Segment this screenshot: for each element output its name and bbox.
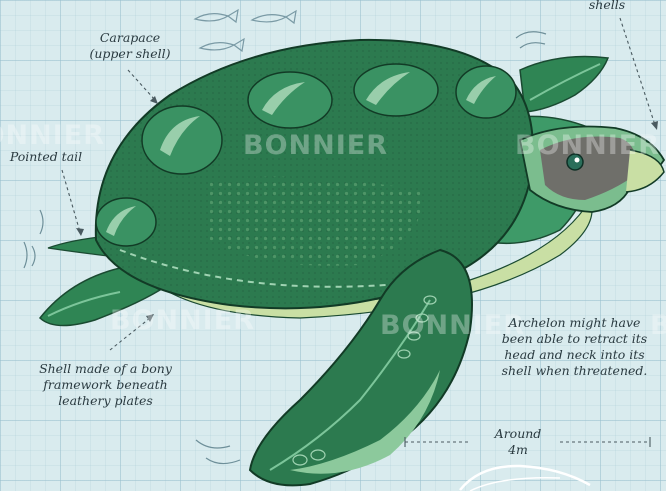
fish-icon: [195, 10, 238, 22]
fish-icon: [252, 11, 296, 23]
fish-icon: [200, 39, 244, 51]
label-shell-made: Shell made of a bony framework beneath l…: [18, 361, 193, 409]
label-shells: shells: [582, 0, 632, 13]
label-size-around: Around 4m: [478, 426, 558, 458]
front-flipper-top: [520, 57, 608, 113]
scute: [248, 72, 332, 128]
label-pointed-tail: Pointed tail: [0, 149, 92, 165]
watermark: BONNIER: [0, 120, 105, 151]
scute: [96, 198, 156, 246]
label-archelon-retract: Archelon might have been able to retract…: [492, 315, 657, 379]
label-carapace: Carapace (upper shell): [70, 30, 190, 62]
scute: [456, 66, 516, 118]
watermark: BONNIER: [110, 305, 255, 336]
scute: [142, 106, 222, 174]
watermark: BONNIER: [243, 130, 388, 161]
fish-icons: [195, 10, 296, 51]
watermark: BONNIER: [515, 130, 660, 161]
scute: [354, 64, 438, 116]
